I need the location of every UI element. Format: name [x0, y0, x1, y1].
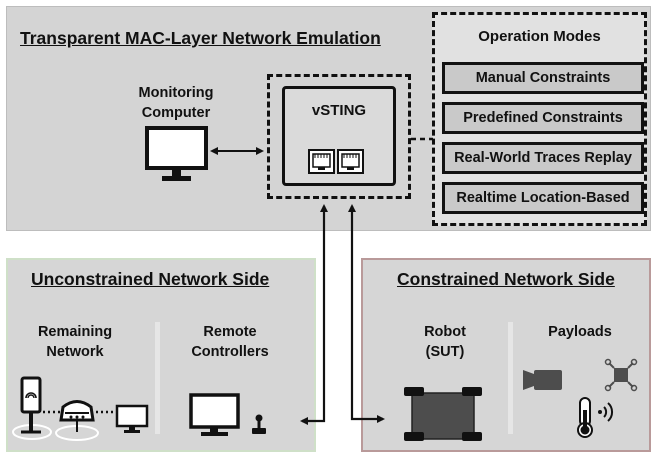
vsting-outer-box [267, 74, 411, 199]
chip-icon [604, 358, 638, 392]
vsting-label: vSTING [311, 102, 367, 119]
monitoring-label-line2: Computer [141, 105, 211, 121]
mode-manual-constraints: Manual Constraints [442, 62, 644, 94]
remaining-label-line1: Remaining [37, 324, 113, 340]
small-monitor-icon [115, 404, 149, 433]
constrained-link-arrow [348, 204, 385, 423]
ethernet-port-icon [308, 149, 335, 174]
remote-controllers-label: Remote Controllers [170, 322, 290, 362]
ethernet-port-icon [337, 149, 364, 174]
camera-icon [523, 370, 562, 390]
robot-label-line1: Robot [424, 324, 466, 340]
robot-label: Robot (SUT) [395, 322, 495, 362]
signal-icon [598, 402, 614, 422]
controller-monitor-icon [189, 393, 240, 436]
monitor-icon [145, 126, 208, 181]
monitoring-computer-label: Monitoring Computer [115, 83, 237, 123]
operation-modes-title: Operation Modes [478, 28, 601, 45]
constrained-divider [508, 322, 513, 434]
unconstrained-panel [6, 258, 316, 452]
constrained-panel [361, 258, 651, 452]
robot-icon [404, 387, 482, 441]
monitoring-label-line1: Monitoring [138, 85, 214, 101]
mode-real-world-traces-replay: Real-World Traces Replay [442, 142, 644, 174]
mode-realtime-location-based: Realtime Location-Based [442, 182, 644, 214]
unconstrained-title: Unconstrained Network Side [31, 269, 270, 289]
router-icon [55, 400, 99, 441]
emulation-title: Transparent MAC-Layer Network Emulation [20, 28, 381, 48]
robot-label-line2: (SUT) [425, 344, 465, 360]
mode-predefined-constraints: Predefined Constraints [442, 102, 644, 134]
access-point-icon [12, 376, 52, 440]
unconstrained-link-arrow [300, 204, 328, 425]
unconstrained-divider [155, 322, 160, 434]
vsting-device [282, 86, 396, 186]
thermometer-icon [577, 397, 593, 438]
remaining-label-line2: Network [46, 344, 104, 360]
payloads-label: Payloads [548, 324, 612, 340]
remote-label-line1: Remote [203, 324, 257, 340]
remaining-network-label: Remaining Network [20, 322, 130, 362]
joystick-icon [252, 414, 266, 434]
constrained-title: Constrained Network Side [397, 269, 615, 289]
remote-label-line2: Controllers [191, 344, 269, 360]
